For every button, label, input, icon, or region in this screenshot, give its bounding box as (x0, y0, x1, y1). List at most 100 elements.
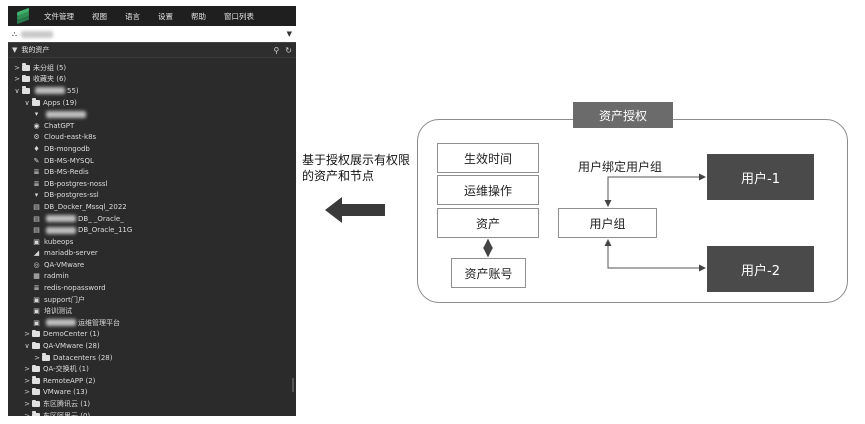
asset-icon: ≣ (33, 179, 40, 188)
folder-icon (32, 387, 40, 396)
chevron-right-icon[interactable]: > (14, 63, 20, 72)
tree-folder[interactable]: >VMware (13) (8, 387, 296, 399)
folder-icon (32, 399, 40, 408)
caption-text: 基于授权展示有权限的资产和节点 (302, 153, 411, 183)
tree-asset[interactable]: ◢mariadb-server (8, 248, 296, 260)
tree-asset[interactable]: ≣ DB-postgres-nossl (8, 178, 296, 190)
organization-selector[interactable]: ⛬ ▼ (8, 26, 296, 43)
tree-item-label: radmin (44, 272, 69, 281)
tree-asset[interactable]: ◉ChatGPT (8, 120, 296, 132)
tree-asset[interactable]: ◎QA-VMware (8, 259, 296, 271)
tree-item-label: 收藏夹 (6) (33, 75, 67, 84)
asset-tree: >未分组 (5)>收藏夹 (6)∨55)∨Apps (19)▾◉ChatGPT⚙… (8, 58, 296, 416)
chevron-down-icon[interactable]: ∨ (24, 342, 30, 351)
tree-asset[interactable]: ≣redis-nopassword (8, 282, 296, 294)
tree-folder[interactable]: > DemoCenter (1) (8, 329, 296, 341)
chevron-right-icon[interactable]: > (34, 353, 40, 362)
asset-icon: ▦ (33, 272, 40, 281)
tree-item-label: 培训测试 (44, 307, 72, 316)
refresh-icon[interactable]: ↻ (285, 45, 292, 55)
tree-asset[interactable]: ▣培训测试 (8, 305, 296, 317)
tree-item-label: DB-mongodb (44, 144, 90, 153)
folder-icon (32, 98, 40, 106)
asset-icon: ♦ (33, 144, 40, 153)
tree-item-label: Cloud-east-k8s (44, 133, 97, 142)
collapse-icon[interactable]: ▼ (12, 46, 18, 54)
tree-folder[interactable]: > 收藏夹 (6) (8, 74, 296, 86)
asset-icon: ⚙ (33, 133, 40, 142)
tree-asset[interactable]: ▤DB_ _Oracle_ (8, 213, 296, 225)
folder-icon (32, 329, 40, 338)
left-arrow-icon (325, 197, 385, 223)
tree-folder[interactable]: > 未分组 (5) (8, 62, 296, 74)
asset-icon: ✎ (33, 156, 40, 165)
tree-asset[interactable]: ♦ DB-mongodb (8, 143, 296, 155)
asset-account-box: 资产账号 (451, 258, 526, 288)
tree-item-label: 未分组 (5) (33, 63, 67, 72)
tree-asset[interactable]: ▾ (8, 108, 296, 120)
tree-asset[interactable]: ▤DB_Docker_Mssql_2022 (8, 201, 296, 213)
tree-item-label: DB-MS-Redis (44, 168, 89, 177)
asset-icon: ▣ (33, 318, 40, 327)
chevron-right-icon[interactable]: > (24, 365, 30, 374)
chevron-down-icon[interactable]: ▼ (286, 30, 292, 38)
asset-box: 资产 (437, 208, 539, 238)
assets-title: 我的资产 (21, 46, 50, 54)
tree-item-label: 运维管理平台 (78, 318, 120, 327)
menu-file[interactable]: 文件管理 (44, 11, 74, 21)
tree-item-label: QA-交换机 (1) (43, 365, 89, 374)
tree-item-label: 东区阿里云 (0) (43, 411, 91, 416)
tree-asset[interactable]: ✎DB-MS-MYSQL (8, 155, 296, 167)
tree-item-label: QA-VMware (44, 260, 85, 269)
asset-icon: ◉ (33, 121, 40, 130)
asset-icon: ≣ (33, 168, 40, 177)
org-name-redacted (20, 30, 53, 38)
chevron-down-icon[interactable]: ∨ (14, 86, 20, 95)
user-group-box: 用户组 (558, 208, 657, 238)
tree-item-label: DemoCenter (1) (43, 330, 100, 339)
folder-icon (32, 364, 40, 373)
tree-folder[interactable]: >Datacenters (28) (8, 352, 296, 364)
chevron-right-icon[interactable]: > (24, 388, 30, 397)
tree-asset[interactable]: ▤DB_Oracle_11G (8, 224, 296, 236)
chevron-right-icon[interactable]: > (24, 411, 30, 416)
app-logo-icon (16, 7, 30, 25)
asset-icon: ▣ (33, 237, 40, 246)
tree-asset[interactable]: ▣kubeops (8, 236, 296, 248)
asset-icon: ▤ (33, 202, 40, 211)
tree-asset[interactable]: ▣support门户 (8, 294, 296, 306)
chevron-right-icon[interactable]: > (24, 376, 30, 385)
tree-asset[interactable]: ▾DB-postgres-ssl (8, 190, 296, 202)
tree-folder[interactable]: ∨Apps (19) (8, 97, 296, 109)
assets-header: ▼ 我的资产 ⚲ ↻ (8, 43, 296, 58)
tree-asset[interactable]: ▦ radmin (8, 271, 296, 283)
tree-item-label: DB-postgres-nossl (44, 179, 108, 188)
folder-icon (32, 411, 40, 416)
menu-settings[interactable]: 设置 (158, 11, 173, 21)
chevron-right-icon[interactable]: > (14, 75, 20, 84)
redacted-text (46, 319, 76, 327)
tree-folder[interactable]: > RemoteAPP (2) (8, 375, 296, 387)
chevron-down-icon[interactable]: ∨ (24, 98, 30, 107)
tree-item-label: redis-nopassword (44, 284, 106, 293)
asset-icon: ◢ (33, 249, 40, 258)
tree-asset[interactable]: ▣ 运维管理平台 (8, 317, 296, 329)
tree-asset[interactable]: ≣ DB-MS-Redis (8, 166, 296, 178)
chevron-right-icon[interactable]: > (24, 330, 30, 339)
menu-help[interactable]: 帮助 (191, 11, 206, 21)
asset-icon: ▾ (34, 191, 39, 200)
folder-icon (22, 86, 30, 94)
tree-item-label: RemoteAPP (2) (43, 376, 96, 385)
tree-scrollbar[interactable] (292, 378, 294, 392)
search-icon[interactable]: ⚲ (273, 45, 280, 55)
menu-view[interactable]: 视图 (92, 11, 107, 21)
menu-window-list[interactable]: 窗口列表 (224, 11, 254, 21)
tree-asset[interactable]: ⚙ Cloud-east-k8s (8, 132, 296, 144)
tree-folder[interactable]: > 东区阿里云 (0) (8, 410, 296, 416)
chevron-right-icon[interactable]: > (24, 400, 30, 409)
tree-folder[interactable]: >东区腾讯云 (1) (8, 398, 296, 410)
tree-folder[interactable]: ∨QA-VMware (28) (8, 340, 296, 352)
tree-folder[interactable]: ∨55) (8, 85, 296, 97)
menu-language[interactable]: 语言 (125, 11, 140, 21)
tree-folder[interactable]: > QA-交换机 (1) (8, 363, 296, 375)
